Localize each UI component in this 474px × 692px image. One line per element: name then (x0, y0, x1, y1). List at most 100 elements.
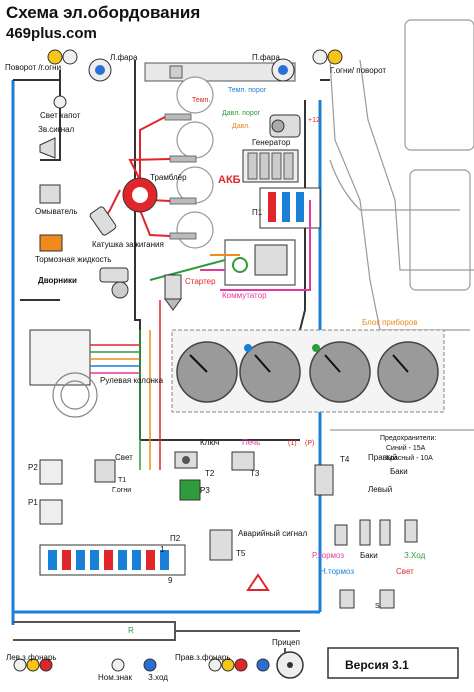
trailer-socket (276, 651, 304, 679)
tank-switch (314, 464, 334, 496)
label-reverse2-left: З.ход (148, 673, 168, 682)
label-p1-block: П1 (252, 208, 263, 217)
instrument-panel (171, 329, 445, 413)
commutator-wires (149, 200, 311, 291)
label-t3: Т3 (250, 469, 260, 478)
p2-fuse (118, 550, 127, 570)
fuses-note-line3: Красный - 10А (386, 454, 433, 462)
label-left-turn: Поворот /г.огни (5, 63, 61, 72)
label-p1-relay: Р1 (28, 498, 38, 507)
p2-fuse (62, 550, 71, 570)
label-steering-column: Рулевая колонка (100, 376, 164, 385)
site-name: 469plus.com (6, 25, 97, 42)
label-tanks2: Баки (360, 551, 378, 560)
label-washer: Омыватель (35, 207, 78, 216)
p2-fuse (104, 550, 113, 570)
label-light-switch: Свет (115, 453, 133, 462)
label-hood-light: Свет капот (40, 111, 81, 120)
label-t5: Т5 (236, 549, 246, 558)
label-temp: Темп. (192, 97, 210, 104)
label-t1: Т1 (118, 477, 126, 484)
label-fuse-p: (P) (305, 440, 314, 447)
relay-p3 (179, 479, 201, 501)
reverse-switch (404, 519, 418, 543)
page-title: Схема эл.обордования (6, 3, 200, 22)
label-right-turn: Г.огни/ поворот (330, 66, 386, 75)
indicator-blue (244, 344, 252, 352)
label-t2: Т2 (205, 469, 215, 478)
label-light2: Свет (396, 567, 414, 576)
label-brake-fluid: Тормозная жидкость (35, 255, 111, 264)
battery (242, 149, 299, 183)
starter (164, 274, 182, 311)
left-headlight (88, 58, 112, 82)
wire-bundle (90, 300, 161, 470)
gauge-4 (377, 341, 439, 403)
horn (39, 137, 56, 159)
brake-fluid-sensor (39, 234, 63, 252)
label-right-tank: Правый (368, 453, 397, 462)
label-plate: Ном.знак (98, 673, 132, 682)
fuse-block-p2 (39, 544, 186, 576)
reverse-lamp-left (143, 658, 157, 672)
light-switch (94, 459, 116, 483)
engine-cylinders (176, 76, 214, 249)
label-distributor: Трамблёр (150, 173, 187, 182)
fuses-note-line2: Синий - 15А (386, 444, 426, 452)
wiper-motor (99, 267, 129, 299)
label-handbrake: Н.тормоз (320, 567, 354, 576)
p2-fuse (146, 550, 155, 570)
commutator (224, 239, 296, 286)
label-generator: Генератор (252, 138, 291, 147)
label-right-rear: Прав.з.фонарь (175, 653, 231, 662)
label-fuse-1: (1) (288, 440, 297, 447)
label-left-headlight: Л.фара (110, 53, 138, 62)
label-r-mark: R (128, 626, 134, 635)
indicator-green (312, 344, 320, 352)
rear-lamps-right (208, 658, 248, 672)
hood-light-lamp (53, 95, 67, 109)
label-horn: Зв.сигнал (38, 125, 75, 134)
label-p2-block: П2 (170, 534, 181, 543)
handbrake-switch (339, 589, 355, 609)
label-tanks: Баки (390, 467, 408, 476)
label-hazard: Аварийный сигнал (238, 529, 307, 538)
label-num-1: 1 (160, 545, 165, 554)
label-ignition-coil: Катушка зажигания (92, 240, 164, 249)
label-key: Ключ (200, 438, 219, 447)
gauge-3 (309, 341, 371, 403)
label-reverse: З.Ход (404, 551, 426, 560)
right-headlight (271, 58, 295, 82)
label-plus12: +12 (308, 117, 320, 124)
reverse-lamp-right (256, 658, 270, 672)
label-left-tank: Левый (368, 485, 392, 494)
washer-pump (39, 184, 61, 204)
p2-fuse (76, 550, 85, 570)
heater-switch (231, 451, 255, 471)
label-left-rear: Лев.з.фонарь (6, 653, 57, 662)
label-akb: АКБ (218, 174, 241, 186)
fuses-note-line1: Предохранители: (380, 435, 436, 442)
p2-fuse (90, 550, 99, 570)
fuel-senders (359, 519, 391, 546)
steering-column-switch (29, 329, 98, 418)
label-right-headlight: П.фара (252, 53, 280, 62)
label-starter: Стартер (185, 277, 216, 286)
relay-p2 (39, 459, 63, 485)
label-commutator: Коммутатор (222, 291, 267, 300)
version-box (327, 647, 459, 679)
top-light-bar (144, 62, 296, 82)
version-label: Версия 3.1 (345, 658, 409, 672)
gauge-2 (239, 341, 301, 403)
generator (269, 114, 301, 138)
label-oil-threshold: Давл. порог (222, 110, 261, 117)
distributor (122, 177, 158, 213)
hazard-switch (209, 529, 270, 591)
ignition-coil (89, 206, 117, 236)
label-p2-relay: Р2 (28, 463, 38, 472)
label-s-mark: S (375, 603, 380, 610)
relay-p1 (39, 499, 63, 525)
rear-lamps-left (13, 658, 53, 672)
